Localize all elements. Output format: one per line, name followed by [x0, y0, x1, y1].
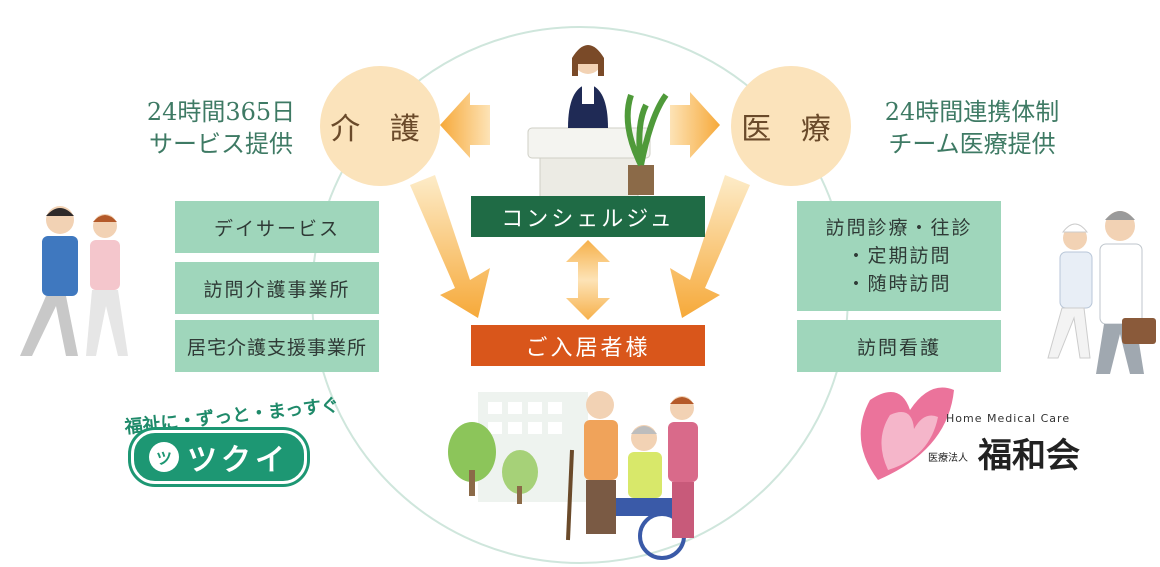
concierge-bar: コンシェルジュ — [471, 196, 705, 237]
service-home-care: 訪問介護事業所 — [175, 262, 379, 314]
arrow-left — [440, 92, 490, 158]
arrow-care-down — [410, 175, 490, 318]
fukuwa-name: 福和会 — [978, 436, 1080, 476]
medical-tagline: 24時間連携体制 チーム医療提供 — [872, 96, 1072, 160]
service-home-visit: 訪問診療・往診 ・定期訪問 ・随時訪問 — [797, 201, 1001, 311]
medical-tagline-line-2: チーム医療提供 — [888, 130, 1056, 158]
resident-bar: ご入居者様 — [471, 325, 705, 366]
care-tagline-line-1: 24時間365日 — [146, 98, 296, 126]
arrow-medical-down — [670, 175, 750, 318]
fukuwa-prefix: 医療法人 — [928, 453, 968, 464]
arrow-right — [670, 92, 720, 158]
residents-illustration — [448, 391, 698, 560]
concierge-illustration — [527, 45, 669, 199]
service-care-support: 居宅介護支援事業所 — [175, 320, 379, 372]
service-home-visit-line-2: ・定期訪問 — [846, 245, 952, 267]
medical-tagline-line-1: 24時間連携体制 — [884, 98, 1060, 126]
medical-bubble: 医 療 — [731, 66, 851, 186]
care-tagline-line-2: サービス提供 — [149, 130, 293, 158]
service-home-visit-line-1: 訪問診療・往診 — [825, 217, 973, 239]
care-tagline: 24時間365日 サービス提供 — [136, 96, 306, 160]
service-home-visit-line-3: ・随時訪問 — [846, 273, 952, 295]
fukuwa-english: Home Medical Care — [946, 412, 1071, 425]
care-staff-illustration — [20, 206, 128, 356]
care-bubble: 介 護 — [320, 66, 440, 186]
fukuwa-logo-mark — [860, 387, 954, 480]
tsukui-name: ツクイ — [187, 443, 289, 478]
arrow-updown — [566, 240, 610, 320]
service-home-nursing: 訪問看護 — [797, 320, 1001, 372]
tsukui-mark-icon: ツ — [149, 442, 179, 472]
tsukui-logo: ツ ツクイ — [131, 430, 307, 484]
medical-staff-illustration — [1047, 211, 1156, 374]
service-day-service: デイサービス — [175, 201, 379, 253]
